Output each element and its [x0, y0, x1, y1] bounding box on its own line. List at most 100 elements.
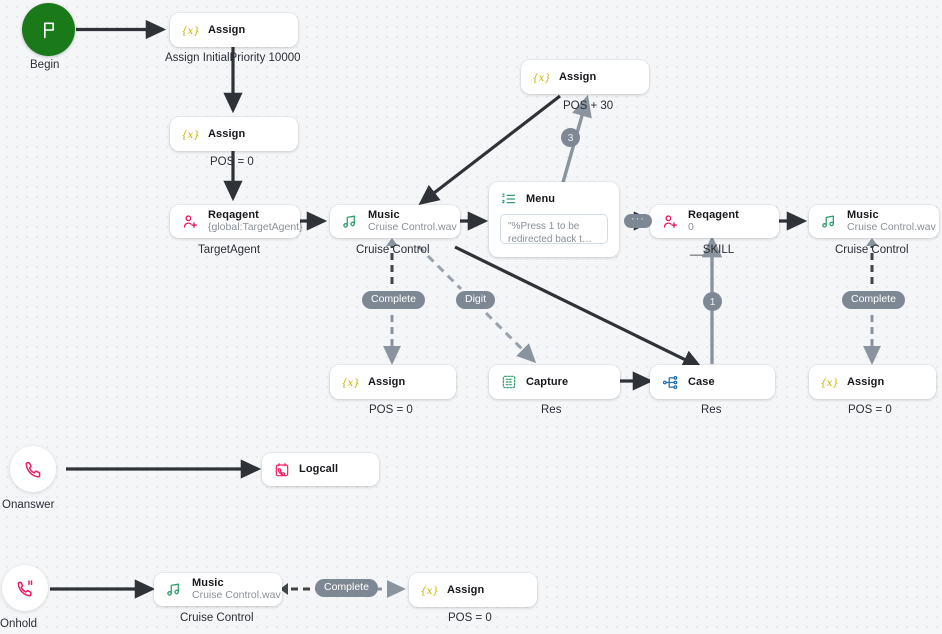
edge-badge-three: 3: [561, 128, 580, 147]
assign-icon: {x}: [182, 23, 199, 38]
node-capture-res-caption: Res: [541, 404, 562, 416]
node-subtitle: Cruise Control.wav: [847, 221, 936, 234]
node-reqagent-skill-caption: __SKILL: [690, 244, 735, 256]
svg-text:{x}: {x}: [182, 129, 199, 140]
edge-label-complete-left: Complete: [362, 291, 425, 309]
svg-text:{x}: {x}: [342, 377, 359, 388]
node-text: Assign: [559, 71, 596, 83]
node-text: Assign: [208, 24, 245, 36]
node-subtitle: {global:TargetAgent}: [208, 221, 303, 234]
node-music-cruise-control-2-caption: Cruise Control: [835, 244, 909, 256]
edge-label-complete-bottom: Complete: [315, 579, 378, 597]
node-subtitle: Cruise Control.wav: [368, 221, 457, 234]
node-title: Capture: [526, 375, 569, 388]
trigger-begin-caption: Begin: [30, 59, 60, 71]
node-assign-pos-0-right-caption: POS = 0: [848, 404, 892, 416]
node-subtitle: 0: [688, 221, 694, 234]
node-title: Music: [847, 208, 879, 221]
node-case-res[interactable]: Case: [650, 365, 775, 399]
node-title: Assign: [208, 127, 246, 140]
node-title: Reqagent: [688, 208, 739, 221]
music-icon: [821, 213, 838, 230]
node-text: Assign: [447, 584, 484, 596]
node-assign-pos-0-bottom[interactable]: {x} Assign: [409, 573, 537, 607]
node-text: Reqagent {global:TargetAgent}: [208, 208, 303, 234]
node-title: Case: [688, 375, 715, 388]
node-title: Music: [192, 576, 224, 589]
node-logcall[interactable]: Logcall: [262, 453, 379, 486]
node-reqagent-targetagent[interactable]: Reqagent {global:TargetAgent}: [170, 205, 303, 238]
node-text: Assign: [368, 376, 405, 388]
node-title: Assign: [368, 375, 406, 388]
trigger-onhold[interactable]: [2, 565, 48, 611]
menu-prompt-text[interactable]: "%Press 1 to be redirected back t…: [500, 214, 608, 244]
edge-label-menu-dots: ···: [624, 214, 652, 228]
node-assign-pos-0-mid-caption: POS = 0: [369, 404, 413, 416]
node-menu-press-1[interactable]: Menu "%Press 1 to be redirected back t…: [489, 182, 619, 257]
node-title: Logcall: [299, 463, 339, 476]
node-text: Music Cruise Control.wav: [368, 208, 457, 234]
node-title: Music: [368, 208, 400, 221]
menu-icon: [500, 191, 517, 207]
edge-label-digit: Digit: [456, 291, 496, 309]
node-text: Reqagent 0: [688, 209, 739, 234]
node-title: Menu: [526, 193, 556, 205]
node-reqagent-skill[interactable]: Reqagent 0: [650, 205, 779, 238]
node-assign-pos-plus-30[interactable]: {x} Assign: [521, 60, 649, 94]
assign-icon: {x}: [533, 70, 550, 85]
menu-header: Menu: [500, 191, 608, 207]
node-text: Music Cruise Control.wav: [192, 576, 281, 602]
node-assign-pos-0-mid[interactable]: {x} Assign: [330, 365, 456, 399]
phone-icon: [24, 460, 43, 479]
node-title: Reqagent: [208, 208, 259, 221]
node-text: Assign: [847, 376, 884, 388]
logcall-icon: [274, 462, 290, 478]
assign-icon: {x}: [421, 583, 438, 598]
case-icon: [662, 374, 679, 391]
reqagent-icon: [182, 213, 199, 230]
assign-icon: {x}: [182, 127, 199, 142]
reqagent-icon: [662, 213, 679, 230]
node-assign-pos-0-top[interactable]: {x} Assign: [170, 117, 298, 151]
svg-text:{x}: {x}: [821, 377, 838, 388]
node-case-res-caption: Res: [701, 404, 722, 416]
node-music-cruise-control-caption: Cruise Control: [356, 244, 430, 256]
trigger-onanswer[interactable]: [10, 446, 56, 492]
node-text: Logcall: [299, 463, 338, 475]
node-music-cruise-control-2[interactable]: Music Cruise Control.wav: [809, 205, 939, 238]
svg-text:{x}: {x}: [533, 72, 550, 83]
edge-label-pos-plus-30: POS + 30: [563, 100, 614, 112]
node-assign-pos-0-right[interactable]: {x} Assign: [809, 365, 936, 399]
node-music-onhold-caption: Cruise Control: [180, 612, 254, 624]
svg-text:{x}: {x}: [421, 585, 438, 596]
trigger-onhold-caption: Onhold: [0, 618, 38, 630]
assign-icon: {x}: [821, 375, 838, 390]
node-text: Music Cruise Control.wav: [847, 208, 936, 234]
node-text: Case: [688, 376, 715, 388]
trigger-onanswer-caption: Onanswer: [2, 499, 55, 511]
node-subtitle: Cruise Control.wav: [192, 589, 281, 602]
capture-icon: [501, 374, 517, 390]
music-icon: [342, 213, 359, 230]
node-title: Assign: [847, 375, 885, 388]
trigger-begin[interactable]: [22, 3, 75, 56]
node-assign-initial-priority-caption: Assign InitialPriority 10000: [165, 52, 301, 64]
music-icon: [166, 581, 183, 598]
node-capture-res[interactable]: Capture: [489, 365, 620, 399]
node-title: Assign: [208, 23, 246, 36]
node-text: Assign: [208, 128, 245, 140]
edge-badge-one: 1: [703, 292, 722, 311]
edge-label-complete-right: Complete: [842, 291, 905, 309]
node-music-cruise-control[interactable]: Music Cruise Control.wav: [330, 205, 460, 238]
node-text: Capture: [526, 376, 568, 388]
node-assign-pos-0-top-caption: POS = 0: [210, 156, 254, 168]
node-music-onhold[interactable]: Music Cruise Control.wav: [154, 573, 282, 606]
svg-text:{x}: {x}: [182, 25, 199, 36]
node-reqagent-targetagent-caption: TargetAgent: [198, 244, 261, 256]
flag-icon: [39, 20, 59, 40]
phone-pause-icon: [16, 579, 35, 598]
node-assign-initial-priority[interactable]: {x} Assign: [170, 13, 298, 47]
assign-icon: {x}: [342, 375, 359, 390]
